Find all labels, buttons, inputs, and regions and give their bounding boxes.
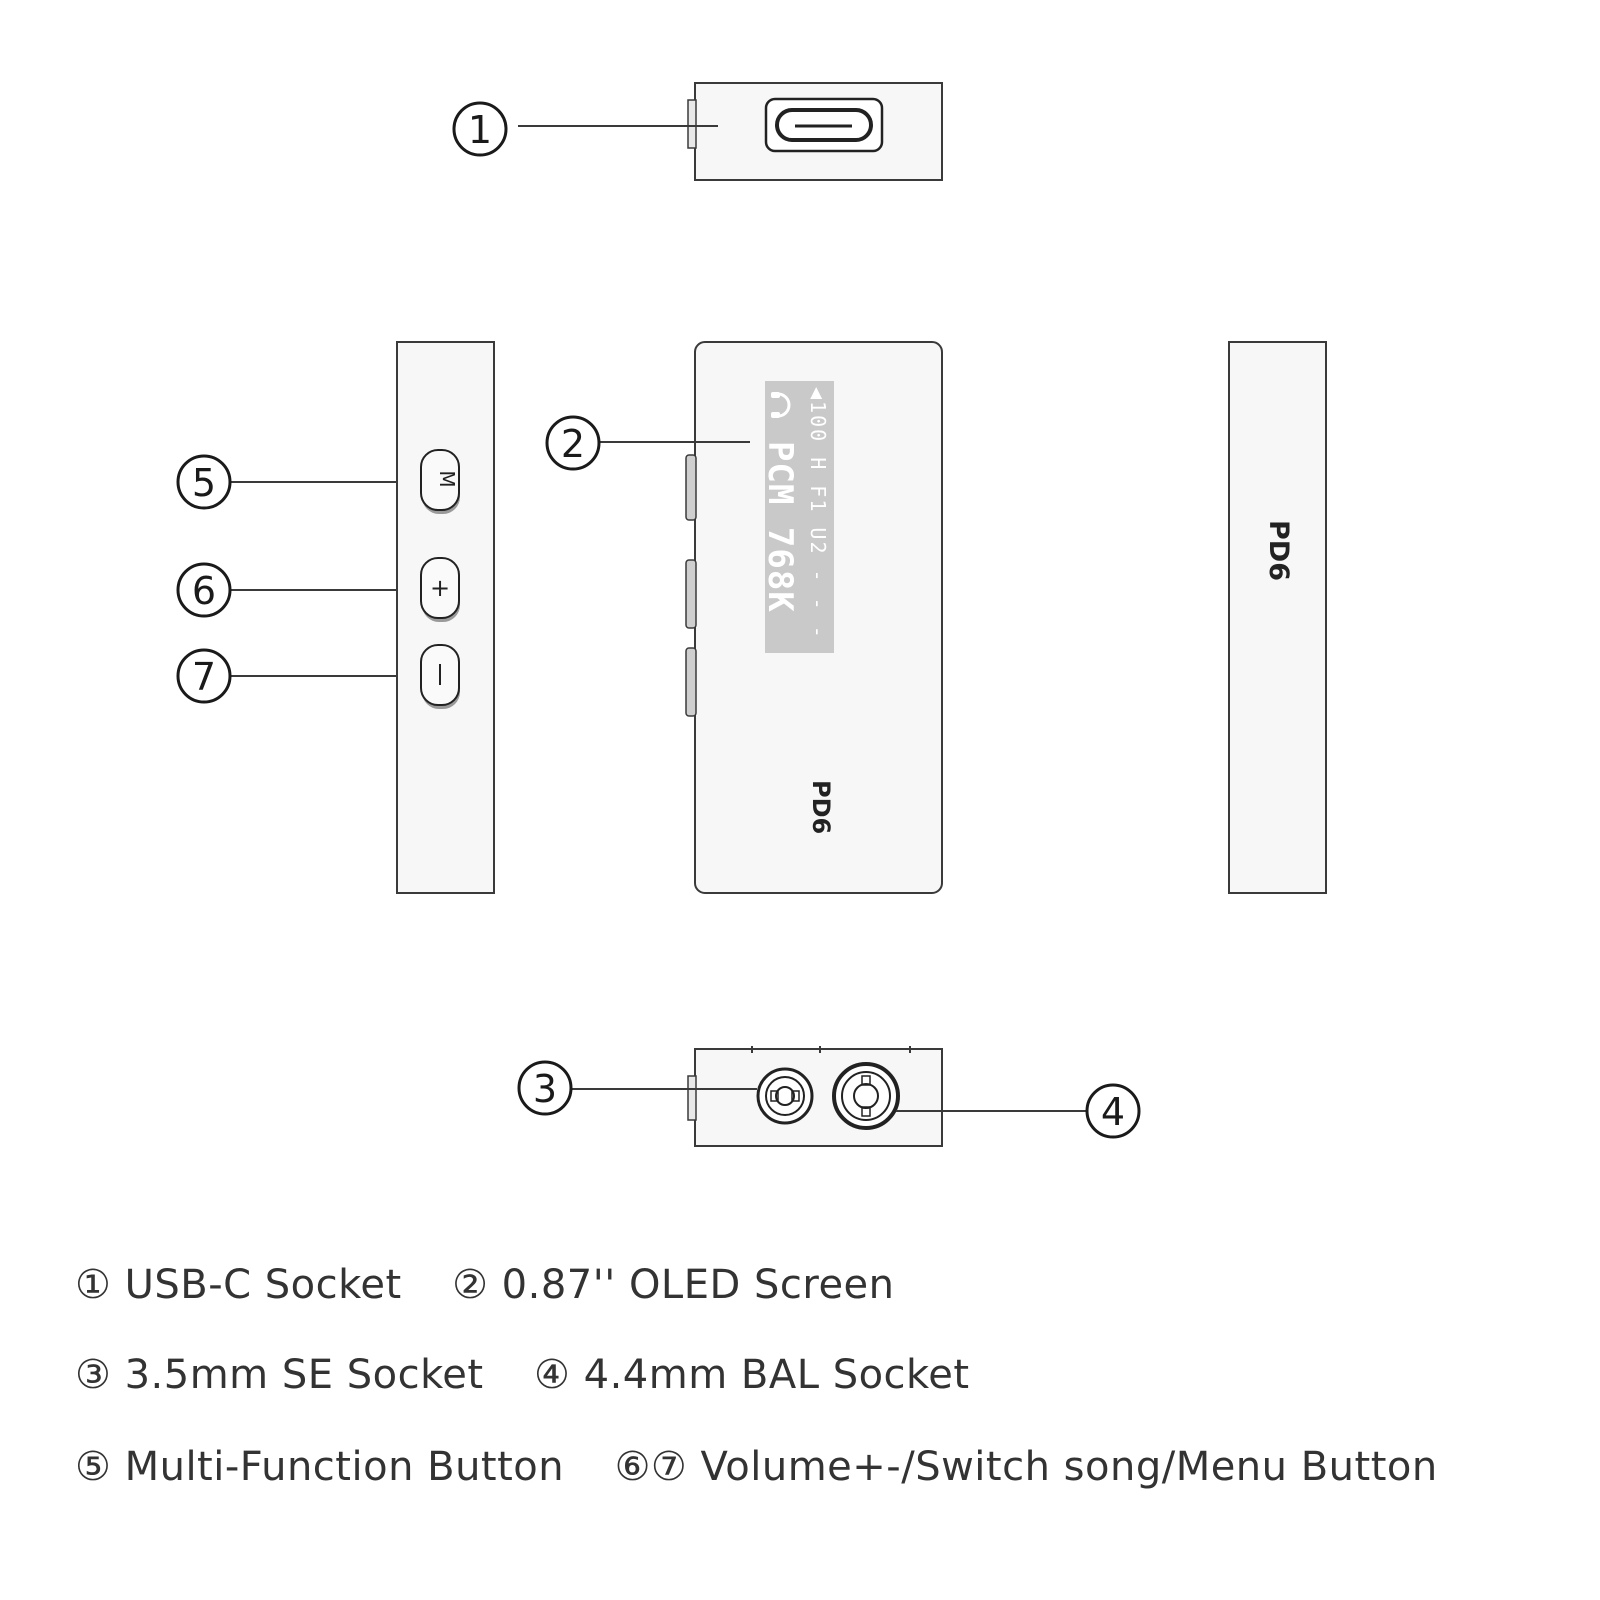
legend-number-6-7: ⑥⑦ <box>614 1444 688 1490</box>
legend-se-socket: 3.5mm SE Socket <box>124 1352 484 1398</box>
front-view: ◀100 H F1 U2 - - - PCM 768K PD6 2 <box>545 341 943 894</box>
legend-oled-screen: 0.87'' OLED Screen <box>501 1262 895 1308</box>
screen-status-line: ◀100 H F1 U2 - - - <box>806 387 830 640</box>
callout-circle-3 <box>517 1060 573 1116</box>
callout-number-5: 5 <box>192 461 216 505</box>
button-plus-label: + <box>430 574 450 602</box>
front-button-edge-3 <box>685 647 697 717</box>
front-model-label: PD6 <box>807 780 835 834</box>
legend-number-1: ① <box>75 1262 112 1308</box>
callout-circle-7 <box>176 648 232 704</box>
callout-circle-6 <box>176 562 232 618</box>
legend-bal-socket: 4.4mm BAL Socket <box>583 1352 970 1398</box>
callout-circle-1 <box>452 101 508 157</box>
callout-number-7: 7 <box>192 655 216 699</box>
front-button-edge-1 <box>685 454 697 521</box>
callout-number-1: 1 <box>468 108 492 152</box>
callout-number-3: 3 <box>533 1067 557 1111</box>
legend-volume-button: Volume+-/Switch song/Menu Button <box>700 1444 1438 1490</box>
legend-line-2: ③ 3.5mm SE Socket ④ 4.4mm BAL Socket <box>75 1352 970 1398</box>
callout-number-2: 2 <box>561 422 585 466</box>
legend-number-3: ③ <box>75 1352 112 1398</box>
back-view-body <box>1228 341 1327 894</box>
bottom-view: 3 4 <box>517 1046 1141 1147</box>
legend-number-5: ⑤ <box>75 1444 112 1490</box>
callout-circle-2 <box>545 415 601 471</box>
callout-circle-5 <box>176 454 232 510</box>
bottom-view-lip <box>687 1075 697 1121</box>
front-button-edge-2 <box>685 559 697 629</box>
legend-usb-c-socket: USB-C Socket <box>124 1262 402 1308</box>
headphone-icon <box>771 392 791 418</box>
side-view: M + 5 6 7 <box>176 341 495 894</box>
volume-up-button[interactable] <box>420 557 460 619</box>
screen-format-line: PCM 768K <box>760 441 800 613</box>
button-m-label: M <box>435 470 459 487</box>
back-view: PD6 <box>1228 341 1327 894</box>
se-socket <box>756 1067 814 1125</box>
legend-number-4: ④ <box>534 1352 571 1398</box>
legend-number-2: ② <box>452 1262 489 1308</box>
oled-screen <box>765 381 834 653</box>
callout-circle-4 <box>1085 1083 1141 1139</box>
legend-line-1: ① USB-C Socket ② 0.87'' OLED Screen <box>75 1262 895 1308</box>
top-view: 1 <box>452 82 943 181</box>
legend-line-3: ⑤ Multi-Function Button ⑥⑦ Volume+-/Swit… <box>75 1444 1438 1490</box>
bal-socket <box>832 1062 900 1130</box>
legend-multi-function-button: Multi-Function Button <box>124 1444 565 1490</box>
callout-number-4: 4 <box>1101 1090 1125 1134</box>
back-model-label: PD6 <box>1263 520 1294 581</box>
multi-function-button[interactable] <box>420 449 460 511</box>
bottom-view-body <box>694 1048 943 1147</box>
callout-number-6: 6 <box>192 569 216 613</box>
top-view-lip <box>687 99 697 149</box>
